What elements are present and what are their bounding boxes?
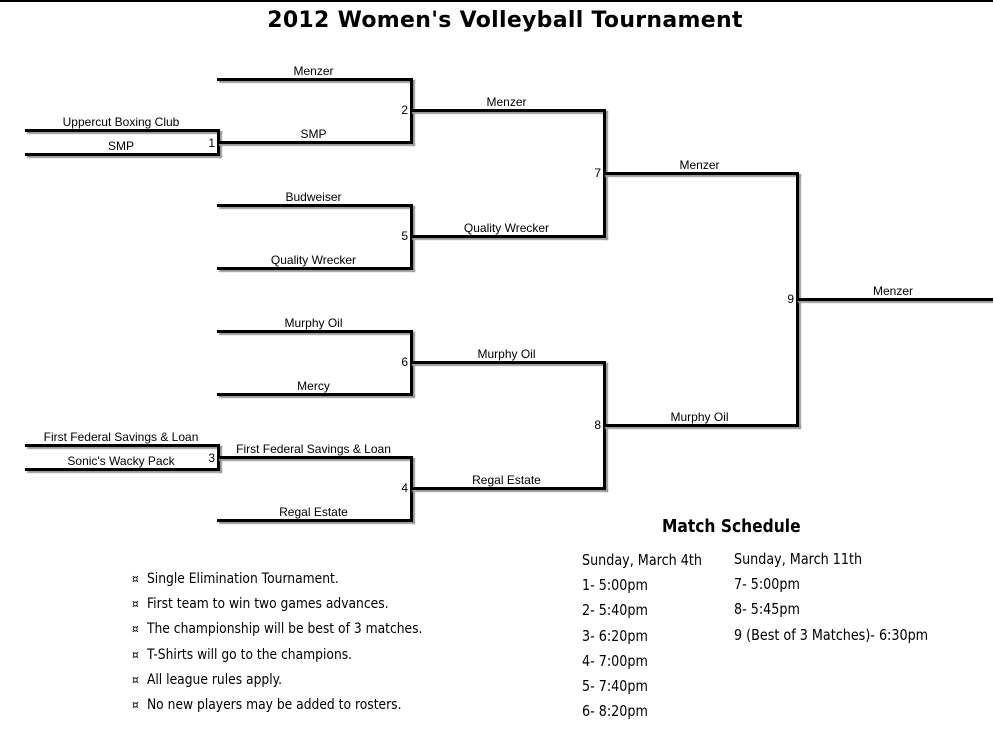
bracket-line <box>25 468 220 471</box>
game-number: 7 <box>594 166 601 180</box>
schedule-title: Match Schedule <box>662 516 801 537</box>
bracket-line <box>25 129 220 132</box>
schedule-entry: 6- 8:20pm <box>582 702 648 721</box>
schedule-entry: 5- 7:40pm <box>582 676 648 695</box>
bracket-line <box>25 153 220 156</box>
bracket-line <box>410 235 606 238</box>
schedule-entry: 3- 6:20pm <box>582 626 648 645</box>
bracket-line <box>217 519 413 522</box>
top-border <box>0 0 993 2</box>
rule-item: ¤First team to win two games advances. <box>132 596 389 613</box>
rules-list: ¤Single Elimination Tournament. ¤First t… <box>132 571 422 722</box>
team-label: First Federal Savings & Loan <box>236 442 391 456</box>
rule-item: ¤No new players may be added to rosters. <box>132 696 402 713</box>
bracket-line <box>410 109 606 112</box>
bracket-line <box>796 298 993 301</box>
game-number: 2 <box>401 103 408 117</box>
bracket-line <box>603 424 799 427</box>
schedule-entry: 7- 5:00pm <box>734 575 800 594</box>
team-label: Regal Estate <box>279 505 348 519</box>
rule-item: ¤The championship will be best of 3 matc… <box>132 621 423 638</box>
game-number: 1 <box>208 136 215 150</box>
rule-bullet-icon: ¤ <box>132 622 139 637</box>
rule-bullet-icon: ¤ <box>132 572 139 586</box>
schedule-entry: 4- 7:00pm <box>582 651 648 670</box>
bracket-line <box>603 172 799 175</box>
schedule-entry: 9 (Best of 3 Matches)- 6:30pm <box>734 625 929 644</box>
rule-item: ¤T-Shirts will go to the champions. <box>132 646 353 663</box>
bracket-line <box>217 267 413 270</box>
game-number: 4 <box>401 481 408 495</box>
bracket-line <box>217 204 413 207</box>
team-label: Murphy Oil <box>477 347 536 361</box>
team-label: Quality Wrecker <box>463 221 550 235</box>
page-title: 2012 Women's Volleyball Tournament <box>267 8 743 33</box>
schedule-day-heading: Sunday, March 11th <box>734 550 863 568</box>
schedule-day-1: Sunday, March 4th 1- 5:00pm 2- 5:40pm 3-… <box>582 548 702 724</box>
team-label: Quality Wrecker <box>270 253 357 267</box>
schedule-entry: 1- 5:00pm <box>582 576 648 595</box>
bracket-line <box>217 78 413 81</box>
team-label: Budweiser <box>285 190 342 204</box>
team-label: SMP <box>300 127 327 141</box>
team-label: SMP <box>107 139 134 153</box>
bracket-line <box>410 361 606 364</box>
rule-item: ¤All league rules apply. <box>132 671 283 688</box>
schedule-entry: 8- 5:45pm <box>734 600 800 619</box>
rule-bullet-icon: ¤ <box>132 697 139 712</box>
bracket-line <box>410 487 606 490</box>
team-label: Murphy Oil <box>284 316 343 330</box>
team-label: Mercy <box>297 379 330 393</box>
team-label: Sonic's Wacky Pack <box>67 454 175 468</box>
schedule-day-2: Sunday, March 11th 7- 5:00pm 8- 5:45pm 9… <box>734 547 928 648</box>
team-label: Murphy Oil <box>670 410 729 424</box>
game-number: 3 <box>208 451 215 465</box>
schedule-day-heading: Sunday, March 4th <box>582 551 702 569</box>
bracket-line <box>25 444 220 447</box>
rule-bullet-icon: ¤ <box>132 672 139 687</box>
bracket-line <box>217 330 413 333</box>
schedule-entry: 2- 5:40pm <box>582 601 648 620</box>
team-label: Menzer <box>486 95 527 109</box>
team-label: Uppercut Boxing Club <box>62 115 180 129</box>
team-label: Menzer <box>679 158 720 172</box>
bracket-line <box>217 393 413 396</box>
rule-item: ¤Single Elimination Tournament. <box>132 571 339 587</box>
game-number: 5 <box>401 229 408 243</box>
bracket-line <box>217 141 413 144</box>
team-label: Regal Estate <box>472 473 541 487</box>
champion-label: Menzer <box>872 284 913 298</box>
bracket-line <box>217 456 413 459</box>
game-number: 6 <box>401 355 408 369</box>
game-number: 8 <box>594 418 601 432</box>
team-label: First Federal Savings & Loan <box>43 430 199 444</box>
game-number: 9 <box>787 292 794 306</box>
rule-bullet-icon: ¤ <box>132 597 139 612</box>
rule-bullet-icon: ¤ <box>132 647 139 662</box>
team-label: Menzer <box>293 64 334 78</box>
